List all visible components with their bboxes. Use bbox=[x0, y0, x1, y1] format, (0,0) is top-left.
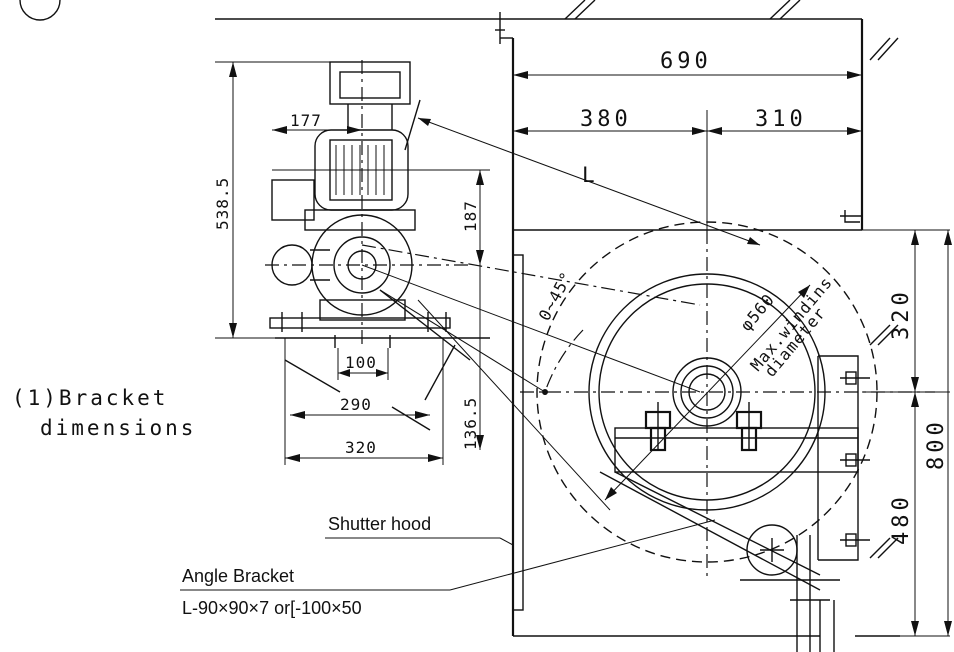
dim-800: 800 bbox=[924, 418, 949, 470]
dim-380: 380 bbox=[580, 107, 632, 132]
reel-diameter-label: φ560 bbox=[737, 290, 779, 335]
top-dimensions: 690 380 310 bbox=[513, 49, 862, 230]
bracket-dimensions: 100 290 320 bbox=[284, 338, 456, 465]
section-marker-circle bbox=[19, 0, 61, 21]
dim-480: 480 bbox=[889, 493, 914, 545]
dim-320-right: 320 bbox=[889, 288, 914, 340]
reel-assembly: 0~45° φ560 Max.windins diameter bbox=[520, 221, 935, 652]
dim-690: 690 bbox=[660, 49, 712, 74]
shutter-hood: Shutter hood bbox=[325, 254, 524, 611]
bracket-title-line1: (1)Bracket bbox=[12, 386, 168, 410]
bracket-title: (1)Bracket dimensions bbox=[12, 386, 196, 440]
motor-dimensions: 538.5 177 187 136.5 bbox=[213, 61, 484, 450]
shutter-hood-label: Shutter hood bbox=[328, 514, 431, 534]
dim-290: 290 bbox=[340, 395, 372, 414]
angle-bracket-callout: Angle Bracket L-90×90×7 or[-100×50 bbox=[180, 519, 716, 618]
length-label: L bbox=[582, 163, 598, 187]
dim-136-5: 136.5 bbox=[461, 397, 480, 450]
dim-100: 100 bbox=[345, 353, 377, 372]
dim-187: 187 bbox=[461, 200, 480, 232]
right-dimensions: 320 800 480 bbox=[862, 229, 952, 637]
dim-538-5: 538.5 bbox=[213, 177, 232, 230]
angle-bracket-label: Angle Bracket bbox=[182, 566, 294, 586]
dim-310: 310 bbox=[755, 107, 807, 132]
dim-177: 177 bbox=[290, 111, 322, 130]
bracket-title-line2: dimensions bbox=[40, 416, 196, 440]
connecting-lines: L bbox=[361, 117, 761, 511]
dim-320-bracket: 320 bbox=[345, 438, 377, 457]
motor-assembly bbox=[265, 60, 490, 361]
angle-bracket-spec: L-90×90×7 or[-100×50 bbox=[182, 598, 362, 618]
